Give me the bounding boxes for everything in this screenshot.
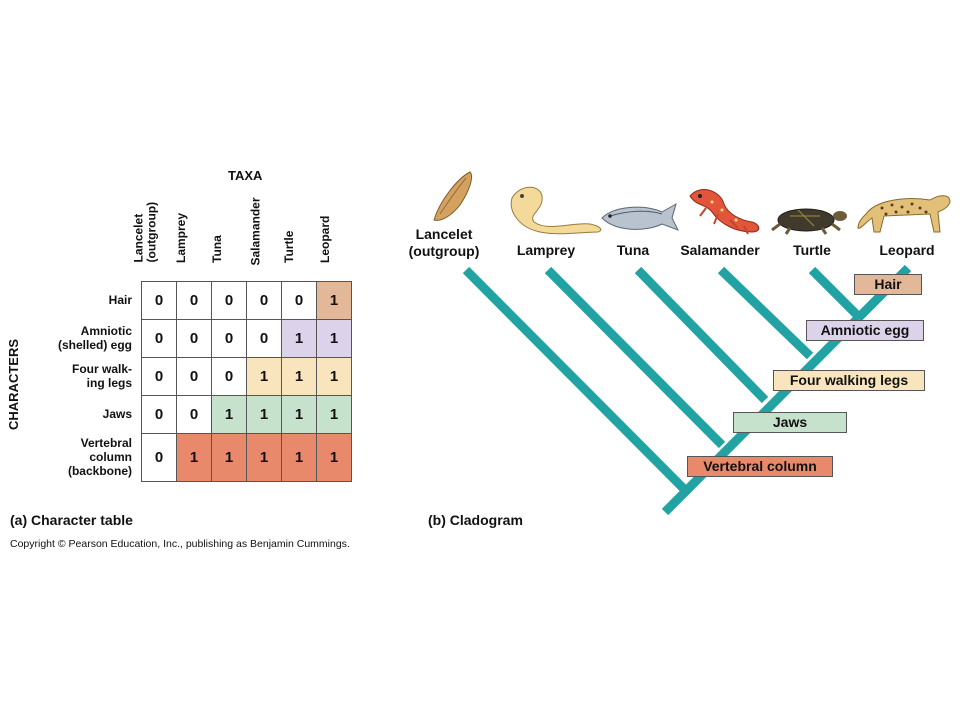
- branch-lamprey: [544, 266, 726, 449]
- taxon-label-lancelet: Lancelet (outgroup): [408, 226, 480, 259]
- row-header-four-walking-legs: Four walk-ing legs: [71, 361, 132, 390]
- table-cell: 0: [246, 319, 282, 358]
- taxon-label-tuna: Tuna: [616, 242, 650, 258]
- taxa-label: TAXA: [228, 168, 263, 183]
- taxon-label-lamprey: Lamprey: [516, 242, 576, 258]
- table-row-vertebral-column: 0 1 1 1 1 1: [141, 433, 352, 482]
- table-cell: 1: [211, 433, 247, 482]
- taxon-label-turtle: Turtle: [793, 242, 831, 258]
- copyright-text: Copyright © Pearson Education, Inc., pub…: [10, 538, 350, 550]
- table-cell: 1: [316, 357, 352, 396]
- turtle-icon: [771, 208, 847, 235]
- table-cell: 0: [176, 357, 212, 396]
- table-cell: 1: [176, 433, 212, 482]
- table-cell: 1: [281, 357, 317, 396]
- table-cell: 1: [316, 319, 352, 358]
- tuna-icon: [601, 202, 680, 231]
- table-row-hair: 0 0 0 0 0 1: [141, 281, 352, 320]
- branch-salamander: [717, 266, 814, 360]
- table-cell: 1: [246, 357, 282, 396]
- cladogram-caption: (b) Cladogram: [428, 512, 523, 528]
- lamprey-icon: [510, 186, 602, 235]
- table-cell: 0: [176, 395, 212, 434]
- row-header-jaws: Jaws: [102, 406, 132, 421]
- table-cell: 0: [141, 357, 177, 396]
- character-box-vertebral-column: Vertebral column: [687, 456, 833, 477]
- row-header-amniotic-egg: Amniotic(shelled) egg: [57, 323, 132, 352]
- branch-lancelet: [462, 266, 689, 494]
- character-box-amniotic-egg: Amniotic egg: [806, 320, 924, 341]
- table-cell: 0: [141, 433, 177, 482]
- table-cell: 1: [246, 395, 282, 434]
- character-box-jaws: Jaws: [733, 412, 847, 433]
- branch-tuna: [634, 266, 769, 404]
- table-row-amniotic-egg: 0 0 0 0 1 1: [141, 319, 352, 358]
- table-cell: 0: [176, 319, 212, 358]
- table-cell: 0: [211, 319, 247, 358]
- table-cell: 1: [316, 433, 352, 482]
- leopard-icon: [857, 195, 951, 233]
- table-cell: 0: [246, 281, 282, 320]
- branch-turtle: [808, 266, 862, 320]
- taxon-label-leopard: Leopard: [879, 242, 935, 258]
- table-cell: 1: [316, 281, 352, 320]
- row-header-hair: Hair: [108, 292, 132, 307]
- table-row-four-walking-legs: 0 0 0 1 1 1: [141, 357, 352, 396]
- character-box-four-walking-legs: Four walking legs: [773, 370, 925, 391]
- character-table-caption: (a) Character table: [10, 512, 133, 528]
- table-cell: 0: [281, 281, 317, 320]
- taxon-label-salamander: Salamander: [680, 242, 760, 258]
- salamander-icon: [689, 189, 760, 235]
- table-row-jaws: 0 0 1 1 1 1: [141, 395, 352, 434]
- lancelet-icon: [433, 171, 473, 221]
- table-cell: 1: [316, 395, 352, 434]
- character-box-hair: Hair: [854, 274, 922, 295]
- table-cell: 0: [211, 281, 247, 320]
- character-table: 0 0 0 0 0 1 0 0 0 0 1 1 0 0 0 1 1 1 0 0 …: [141, 281, 352, 482]
